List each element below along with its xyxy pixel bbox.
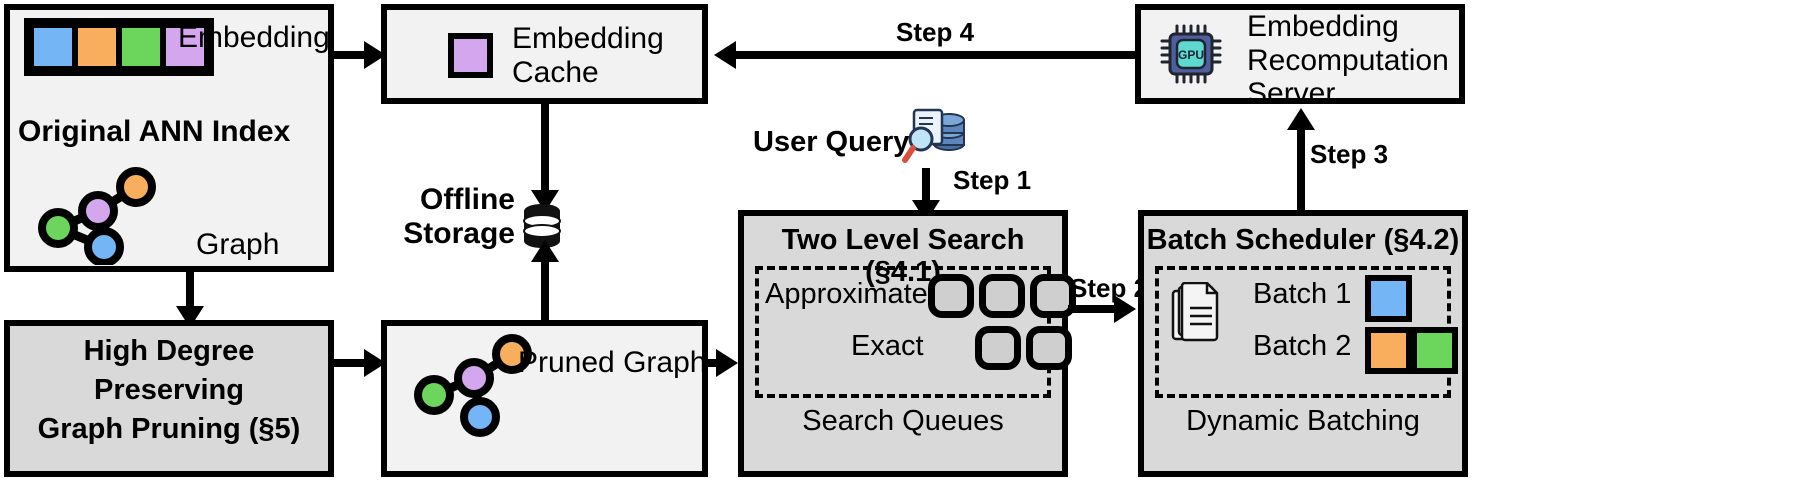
documents-icon [1171,282,1219,342]
original-index-graph-icon [38,167,156,265]
pruned-graph-label: Pruned Graph [518,346,707,379]
embedding-cache-label: Embedding Cache [512,22,664,89]
arrow-step2-line [1068,305,1124,313]
queue-slot[interactable] [1026,326,1072,370]
batch-2-swatch-orange [1365,327,1412,374]
arrow-cache-to-storage-line [541,104,549,190]
exact-slot-row [975,326,1072,370]
arrow-index-to-pruning-line [186,272,194,306]
graph-pruning-box [4,320,334,477]
arrow-step2-head [1114,295,1136,323]
embedding-swatch-orange [75,25,119,69]
user-query-label: User Query [753,126,910,158]
original-ann-index-title: Original ANN Index [18,115,291,148]
arrow-step1-line [922,168,930,206]
pruned-graph-icon [414,334,532,437]
batch-1-label: Batch 1 [1253,278,1352,310]
embedding-swatch-green [119,25,163,69]
embedding-swatch-blue [31,25,75,69]
queue-slot[interactable] [979,274,1025,318]
two-level-search-title: Two Level Search (§4.1) [781,224,1025,289]
arrow-pruning-to-pruned-line [334,359,364,367]
batch-scheduler-title: Batch Scheduler (§4.2) [1146,224,1460,256]
step1-label: Step 1 [953,165,1032,195]
arrow-step3-line [1297,130,1305,210]
queue-slot[interactable] [975,326,1021,370]
query-search-icon [902,108,965,163]
step3-label: Step 3 [1310,139,1389,169]
step4-label: Step 4 [896,17,975,47]
queue-slot[interactable] [928,274,974,318]
step2-label: Step 2 [1070,273,1149,303]
arrow-index-to-cache-head [364,41,386,69]
arrow-step4-head [714,41,736,69]
exact-row-label: Exact [851,330,924,362]
arrow-pruned-to-search-head [716,349,738,377]
batch-1-swatch-blue [1365,275,1412,322]
embedding-cache-swatch [448,33,493,78]
batch-2-swatch-green [1411,327,1458,374]
batch-2-label: Batch 2 [1253,330,1352,362]
graph-pruning-label: High Degree Preserving Graph Pruning (§5… [37,335,301,446]
arrow-prunedgraph-to-storage-line [541,262,549,322]
arrow-pruning-to-pruned-head [364,349,386,377]
offline-storage-label: Offline Storage [403,183,515,250]
graph-label: Graph [196,228,280,261]
approximate-slot-row [928,274,1076,318]
recomputation-server-label: Embedding Recomputation Server [1247,10,1449,111]
embedding-swatch-purple [163,25,207,69]
dynamic-batching-footer: Dynamic Batching [1186,405,1420,437]
gpu-chip-icon: GPU [1160,24,1222,84]
approximate-row-label: Approximate [765,278,928,310]
embedding-label: Embedding [178,21,330,54]
embedding-cache-box [381,4,708,104]
arrow-index-to-cache-line [334,51,364,59]
arrow-prunedgraph-to-storage-head [531,240,559,262]
search-queues-footer: Search Queues [802,405,1004,437]
svg-text:GPU: GPU [1178,48,1204,62]
arrow-step4-line [736,51,1230,59]
embedding-swatch-strip [24,18,214,76]
arrow-step3-head [1287,108,1315,130]
